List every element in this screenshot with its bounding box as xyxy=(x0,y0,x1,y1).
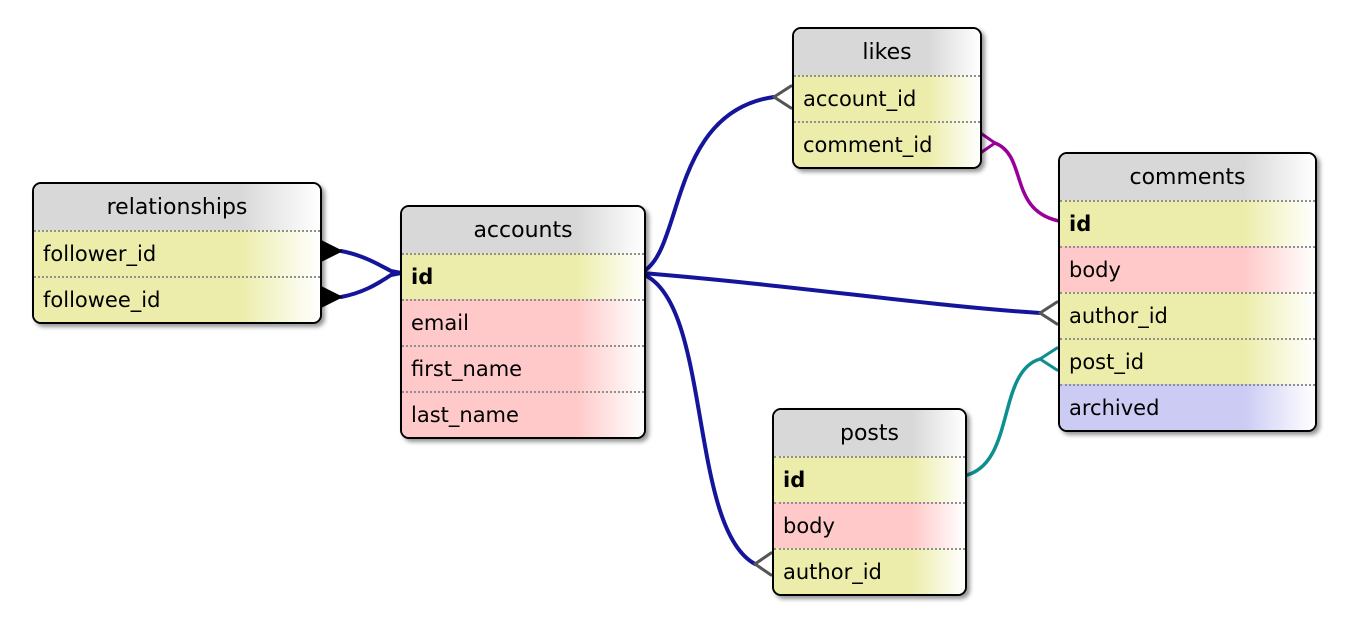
crows-foot-icon xyxy=(753,551,773,577)
relation-relationships.followee_id-to-accounts.id xyxy=(318,271,403,309)
crows-foot-icon xyxy=(1038,300,1059,326)
relation-line xyxy=(339,271,403,299)
relation-line xyxy=(640,272,757,566)
column-comments-id: id xyxy=(1060,200,1315,246)
relation-posts.id-to-comments.post_id xyxy=(961,346,1059,478)
crows-foot-icon xyxy=(318,239,342,263)
table-title-accounts: accounts xyxy=(402,207,644,253)
column-posts-body: body xyxy=(774,502,965,548)
table-title-comments: comments xyxy=(1060,154,1315,200)
relation-line xyxy=(993,141,1061,223)
column-posts-id: id xyxy=(774,456,965,502)
relation-accounts.id-to-likes.account_id xyxy=(640,84,793,274)
table-title-relationships: relationships xyxy=(34,184,320,230)
relation-line xyxy=(961,357,1042,478)
relation-likes.comment_id-to-comments.id xyxy=(977,130,1061,223)
crows-foot-icon xyxy=(1038,346,1059,372)
column-comments-body: body xyxy=(1060,246,1315,292)
column-likes-account_id: account_id xyxy=(794,75,980,121)
table-title-posts: posts xyxy=(774,410,965,456)
crows-foot-icon xyxy=(318,285,342,309)
column-accounts-first_name: first_name xyxy=(402,345,644,391)
column-likes-comment_id: comment_id xyxy=(794,121,980,167)
column-comments-post_id: post_id xyxy=(1060,338,1315,384)
crows-foot-icon xyxy=(772,84,793,110)
relation-line xyxy=(339,249,403,275)
column-accounts-last_name: last_name xyxy=(402,391,644,437)
crows-foot-icon xyxy=(977,130,997,156)
column-comments-author_id: author_id xyxy=(1060,292,1315,338)
table-title-likes: likes xyxy=(794,29,980,75)
column-accounts-id: id xyxy=(402,253,644,299)
column-posts-author_id: author_id xyxy=(774,548,965,594)
relation-line xyxy=(640,95,776,274)
relation-line xyxy=(640,271,1042,315)
column-relationships-followee_id: followee_id xyxy=(34,276,320,322)
relation-relationships.follower_id-to-accounts.id xyxy=(318,239,403,275)
column-relationships-follower_id: follower_id xyxy=(34,230,320,276)
relation-accounts.id-to-posts.author_id xyxy=(640,272,773,577)
relation-accounts.id-to-comments.author_id xyxy=(640,271,1059,326)
column-accounts-email: email xyxy=(402,299,644,345)
column-comments-archived: archived xyxy=(1060,384,1315,430)
